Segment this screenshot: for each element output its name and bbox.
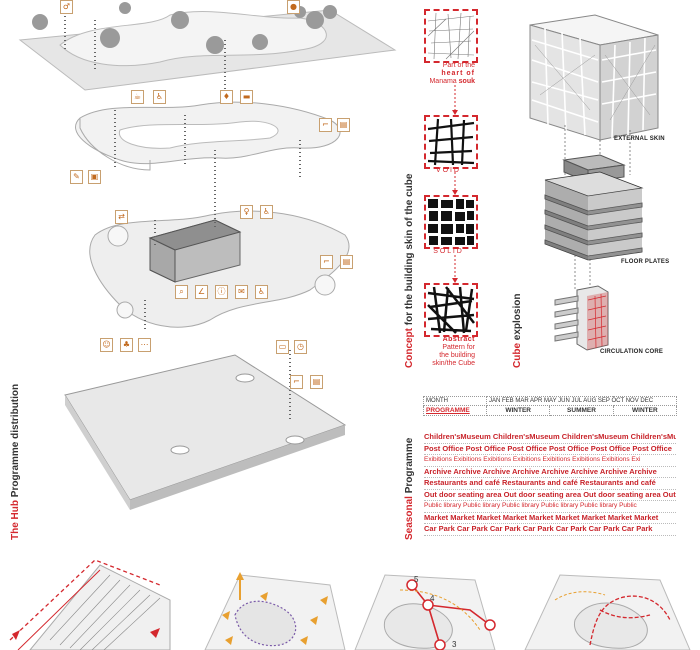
site-plan-nodes [354, 574, 496, 650]
site-plan-flows [204, 572, 346, 650]
leisure-icon: ● [287, 0, 300, 14]
bag-icon: ▣ [88, 170, 101, 184]
circulation-core-label: CIRCULATION CORE [600, 349, 664, 355]
souk-map-tile [424, 9, 478, 63]
floor-plates-stack [544, 154, 644, 261]
tree-icon: ♣ [120, 338, 133, 352]
programme-row: Children'sMuseum Children'sMuseum Childr… [424, 432, 676, 444]
season-winter-2: WINTER [612, 405, 678, 416]
deck-layer [75, 101, 341, 171]
cube-explosion-drawing [529, 14, 659, 351]
programme-rows: Children'sMuseum Children'sMuseum Childr… [424, 432, 676, 536]
programme-row: Car Park Car Park Car Park Car Park Car … [424, 524, 676, 536]
node-label-5: 5 [414, 575, 419, 584]
void-pattern-tile [424, 115, 478, 169]
solid-pattern-tile [424, 195, 478, 249]
escalator-2-icon: ⌐ [290, 375, 303, 389]
stairs-icon: ⌐ [319, 118, 332, 132]
site-plan-paths [524, 574, 691, 650]
ramp-icon: ∠ [195, 285, 208, 299]
void-label: V O I D [436, 167, 459, 174]
shop-icon: ✎ [70, 170, 83, 184]
programme-row: Exibitions Exibitions Exibitions Exibiti… [424, 455, 676, 467]
exchange-icon: ⇄ [115, 210, 128, 224]
escalator-icon: ⌐ [320, 255, 333, 269]
base-layer [64, 354, 347, 510]
concept-caption-4: Abstract Pattern for the building skin/t… [432, 336, 475, 367]
landscape-layer [18, 2, 397, 91]
restroom-female-icon: ♀ [240, 205, 253, 219]
book-icon: ▤ [340, 255, 353, 269]
toilet-icon: ♿ [260, 205, 273, 219]
solid-label: S O L I D [433, 248, 462, 255]
hub-exploded-axonometric [18, 0, 397, 510]
locker-icon: ▤ [337, 118, 350, 132]
lounge-icon: ♦ [220, 90, 233, 104]
programme-row: Out door seating area Out door seating a… [424, 490, 676, 501]
abstract-pattern-tile [424, 283, 478, 337]
programme-row: Post Office Post Office Post Office Post… [424, 444, 676, 455]
node-label-4: 4 [430, 594, 435, 603]
people-icon: ☺ [100, 338, 113, 352]
wheelchair-icon: ♿ [153, 90, 166, 104]
floor-plates-label: FLOOR PLATES [621, 259, 670, 265]
programme-row: Public library Public library Public lib… [424, 501, 676, 513]
restroom-icon: ♂ [60, 0, 73, 14]
programme-row: Restaurants and café Restaurants and caf… [424, 478, 676, 490]
seating-icon: ▬ [240, 90, 253, 104]
dots-icon: ⋯ [138, 338, 151, 352]
accessible-icon: ♿ [255, 285, 268, 299]
search-icon: ⌕ [175, 285, 188, 299]
programme-row: Archive Archive Archive Archive Archive … [424, 467, 676, 478]
site-plan-parking [0, 558, 171, 650]
car-icon: ▭ [276, 340, 289, 354]
node-label-3: 3 [452, 640, 457, 649]
external-skin-label: EXTERNAL SKIN [614, 136, 665, 142]
season-winter-1: WINTER [485, 405, 551, 416]
archive-icon: ▤ [310, 375, 323, 389]
clock-icon: ◷ [294, 340, 307, 354]
connector-dotted-lines [64, 0, 301, 420]
mail-icon: ✉ [235, 285, 248, 299]
programme-row: Market Market Market Market Market Marke… [424, 513, 676, 524]
seasonal-programme-table: MONTH JAN FEB MAR APR MAY JUN JUL AUG SE… [423, 396, 678, 416]
cafe-icon: ☕ [131, 90, 144, 104]
concept-caption-1: Part of the heart of Manama souk [429, 62, 475, 85]
circulation-core [554, 285, 609, 351]
info-icon: ⓘ [215, 285, 228, 299]
